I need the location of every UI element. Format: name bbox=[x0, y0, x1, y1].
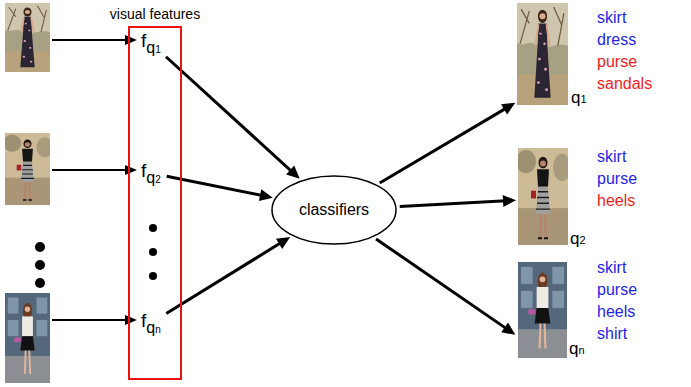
tag-label: purse bbox=[597, 169, 637, 189]
output-photo bbox=[516, 148, 571, 245]
arrow-head bbox=[276, 237, 290, 249]
connector-line bbox=[380, 108, 507, 183]
tag-label: heels bbox=[597, 302, 635, 322]
connector-arrow bbox=[166, 237, 290, 313]
query-result: q1 skirtdresspursesandals bbox=[517, 3, 687, 107]
ellipsis-dots bbox=[149, 224, 157, 280]
tag-label: purse bbox=[597, 52, 637, 72]
output-photo bbox=[518, 262, 567, 358]
query-label: q1 bbox=[571, 89, 587, 108]
tag-label: skirt bbox=[597, 8, 626, 28]
query-result: q2 skirtpurseheels bbox=[518, 146, 687, 246]
tag-label: skirt bbox=[597, 258, 626, 278]
tag-label: shirt bbox=[597, 324, 627, 344]
arrow-head bbox=[501, 322, 515, 334]
feature-vector: fq1 bbox=[138, 28, 164, 58]
tag-label: purse bbox=[597, 280, 637, 300]
arrow-head bbox=[259, 189, 273, 201]
query-label: q2 bbox=[570, 230, 586, 249]
connector-line bbox=[400, 201, 506, 207]
connector-line bbox=[376, 239, 507, 329]
heading-label: visual features bbox=[110, 6, 200, 22]
connector-arrow bbox=[400, 195, 516, 207]
arrow-head bbox=[286, 166, 300, 179]
ellipse-outline bbox=[272, 176, 396, 244]
input-photo bbox=[3, 133, 53, 205]
connector-line bbox=[166, 242, 281, 313]
arrow-head bbox=[503, 195, 516, 207]
arrow-head bbox=[501, 103, 515, 115]
tag-label: skirt bbox=[597, 147, 626, 167]
query-result: qn skirtpurseheelsshirt bbox=[517, 258, 687, 358]
output-photo bbox=[517, 3, 568, 105]
feature-symbol: f bbox=[141, 30, 146, 51]
input-photo bbox=[5, 3, 50, 72]
connector-arrow bbox=[376, 239, 515, 335]
classifier-ellipse: classifiers bbox=[271, 175, 397, 245]
input-photo bbox=[5, 293, 50, 383]
connector-arrow bbox=[380, 103, 516, 183]
feature-subscript: qn bbox=[146, 322, 160, 336]
feature-subscript: q1 bbox=[146, 42, 160, 56]
tag-label: heels bbox=[597, 191, 635, 211]
ellipsis-dots bbox=[35, 242, 45, 288]
feature-symbol: f bbox=[141, 160, 146, 181]
query-label: qn bbox=[569, 340, 585, 359]
connector-line bbox=[166, 57, 292, 172]
feature-symbol: f bbox=[141, 310, 146, 331]
connector-arrow bbox=[167, 176, 273, 201]
feature-column: visual featuresfq1fq2fqn bbox=[128, 26, 182, 380]
feature-vector: fqn bbox=[138, 308, 164, 338]
classifier-label: classifiers bbox=[299, 200, 369, 220]
tag-label: dress bbox=[597, 30, 636, 50]
feature-vector: fq2 bbox=[138, 158, 164, 188]
feature-subscript: q2 bbox=[146, 172, 160, 186]
tag-label: sandals bbox=[597, 74, 652, 94]
input-arrow bbox=[52, 35, 137, 325]
connector-arrow bbox=[166, 57, 300, 179]
